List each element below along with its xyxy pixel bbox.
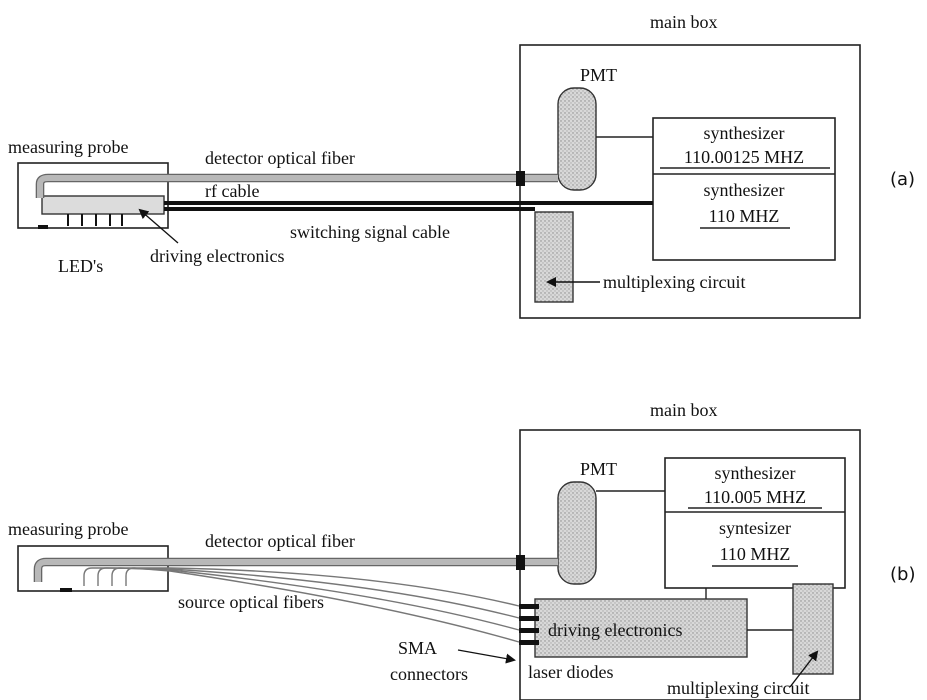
synthesizer-2-freq-b: 110 MHZ — [720, 544, 791, 564]
detector-fiber-a — [37, 175, 558, 198]
multiplexing-label-a: multiplexing circuit — [603, 272, 745, 292]
synthesizer-box-a — [652, 117, 836, 261]
driving-electronics-label-b: driving electronics — [548, 620, 682, 640]
probe-base-b — [60, 588, 72, 592]
leds-a — [67, 214, 123, 226]
probe-label-b: measuring probe — [8, 519, 128, 539]
pmt-label-b: PMT — [580, 459, 617, 479]
wall-connector-b — [516, 555, 525, 570]
pmt-a — [557, 87, 597, 191]
panel-a: main box PMT synthesizer 110.00125 MHZ s… — [8, 12, 915, 319]
driving-electronics-arrow-a — [138, 208, 179, 244]
pmt-b — [557, 481, 597, 585]
sma-arrow-b — [457, 649, 516, 664]
driving-electronics-label-a: driving electronics — [150, 246, 284, 266]
detector-fiber-label-a: detector optical fiber — [205, 148, 355, 168]
source-fibers-b — [83, 567, 520, 643]
probe-label-a: measuring probe — [8, 137, 128, 157]
wall-connector-a — [516, 171, 525, 186]
source-fibers-label-b: source optical fibers — [178, 592, 324, 612]
sma-label-line2-b: connectors — [390, 664, 468, 684]
switching-cable-label-a: switching signal cable — [290, 222, 450, 242]
multiplexing-label-b: multiplexing circuit — [667, 678, 809, 698]
detector-fiber-label-b: detector optical fiber — [205, 531, 355, 551]
synthesizer-1-name-b: synthesizer — [715, 463, 796, 483]
rf-cable-label-a: rf cable — [205, 181, 259, 201]
multiplexing-arrow-b — [789, 650, 819, 688]
driving-electronics-b — [534, 598, 748, 658]
probe-base-a — [38, 225, 48, 229]
synthesizer-1-name-a: synthesizer — [704, 123, 785, 143]
driving-electronics-a — [41, 195, 165, 215]
main-box-label-a: main box — [650, 12, 718, 32]
leds-label-a: LED's — [58, 256, 103, 276]
sma-label-line1-b: SMA — [398, 638, 437, 658]
laser-diodes-label-b: laser diodes — [528, 662, 613, 682]
multiplexing-circuit-a — [534, 211, 574, 303]
synthesizer-1-freq-b: 110.005 MHZ — [704, 487, 806, 507]
synthesizer-2-name-a: synthesizer — [704, 180, 785, 200]
panel-tag-a: (a) — [890, 169, 915, 190]
synthesizer-2-freq-a: 110 MHZ — [709, 206, 780, 226]
synthesizer-2-name-b: syntesizer — [719, 518, 791, 538]
laser-diodes-b — [519, 604, 539, 645]
panel-tag-b: (b) — [890, 564, 915, 585]
synthesizer-1-freq-a: 110.00125 MHZ — [684, 147, 804, 167]
pmt-label-a: PMT — [580, 65, 617, 85]
multiplexing-circuit-b — [792, 583, 834, 675]
detector-fiber-b — [35, 559, 558, 582]
panel-b: main box PMT synthesizer 110.005 MHZ syn… — [8, 400, 915, 700]
main-box-label-b: main box — [650, 400, 718, 420]
